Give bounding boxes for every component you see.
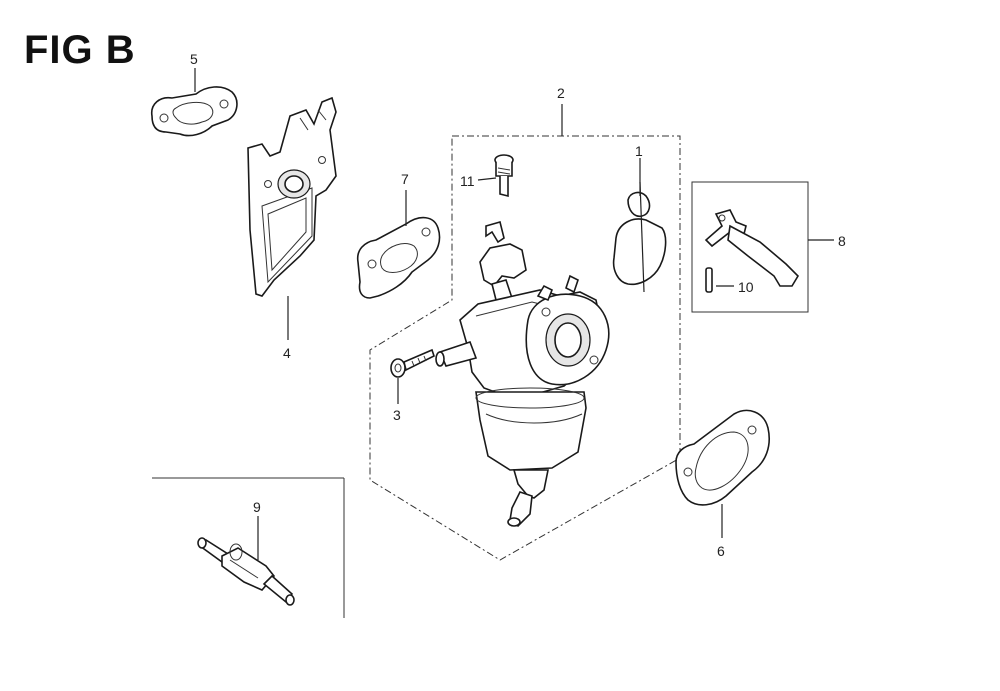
part-4-insulator-plate-icon [247, 96, 337, 340]
part-1-float-icon [612, 158, 667, 293]
part-3-screw-icon [390, 348, 435, 404]
figure-title: FIG B [24, 28, 136, 72]
callout-10: 10 [738, 279, 754, 295]
callout-11: 11 [460, 173, 475, 189]
part-5-gasket-icon [150, 68, 238, 137]
callout-8: 8 [838, 233, 846, 249]
callout-4: 4 [283, 345, 291, 361]
part-2-assembly-outline [369, 104, 681, 561]
callout-5: 5 [190, 51, 198, 67]
part-11-jet-icon [477, 154, 514, 198]
part-9-fuel-filter-icon [197, 516, 295, 606]
part-6-gasket-icon [675, 409, 770, 538]
leader-11 [477, 177, 497, 181]
callout-6: 6 [717, 543, 725, 559]
callout-3: 3 [393, 407, 401, 423]
callout-7: 7 [401, 171, 409, 187]
callout-1: 1 [635, 143, 643, 159]
part-7-gasket-icon [356, 190, 441, 299]
carburetor-body-icon [435, 221, 610, 528]
part-8-group-box [691, 181, 834, 313]
part-8-lever-icon [704, 209, 800, 287]
part-9-group-lines [152, 477, 345, 618]
callout-2: 2 [557, 85, 565, 101]
part-10-pin-icon [705, 267, 734, 293]
callout-9: 9 [253, 499, 261, 515]
